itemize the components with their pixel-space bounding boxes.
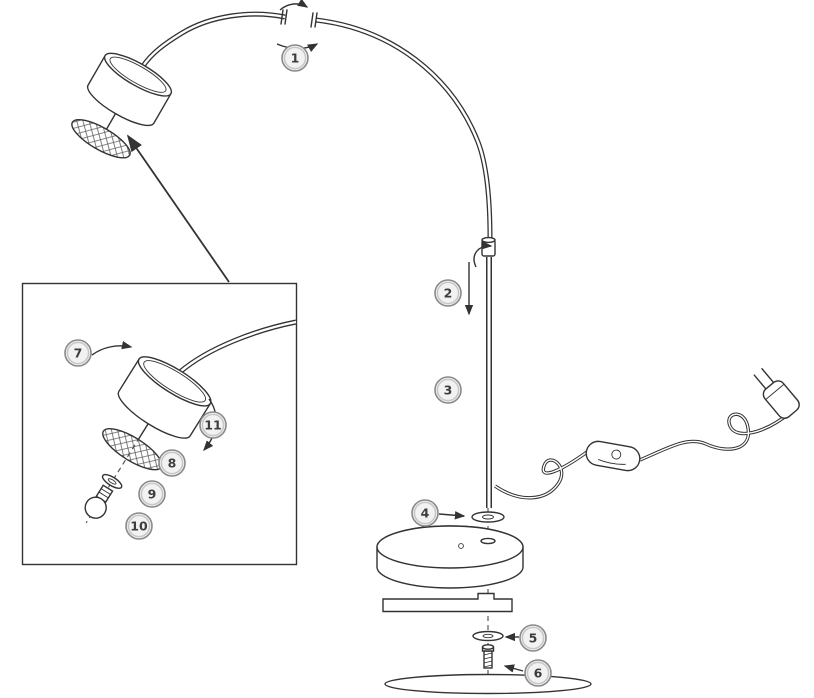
callout-4-number: 4 — [421, 506, 430, 521]
pointer-arrow-4 — [438, 511, 466, 520]
callout-6-number: 6 — [534, 666, 543, 681]
shade-stem — [106, 112, 117, 130]
base-washer — [472, 630, 504, 642]
callout-2: 2 — [434, 279, 462, 307]
top-joint — [280, 9, 318, 28]
cord-switch — [585, 440, 641, 472]
rotate-arrow-top-joint — [279, 0, 309, 11]
rotate-arrow-7 — [91, 340, 133, 356]
base-small-hole — [458, 543, 464, 549]
callout-9: 9 — [138, 480, 166, 508]
callout-4: 4 — [411, 499, 439, 527]
lampshade — [71, 52, 173, 159]
callout-11: 11 — [199, 411, 227, 439]
callout-11-number: 11 — [204, 418, 221, 433]
callout-10-number: 10 — [130, 519, 148, 534]
base-screw — [481, 644, 495, 669]
detail-inset — [21, 282, 298, 566]
callout-5-number: 5 — [529, 631, 538, 646]
lamp-base — [376, 525, 524, 589]
callout-1-number: 1 — [291, 51, 300, 66]
base-cover-plate — [382, 592, 513, 613]
callout-8-number: 8 — [168, 456, 177, 471]
power-cord — [494, 410, 793, 500]
base-pole-hole — [480, 537, 496, 545]
diffuser-grid — [71, 119, 131, 159]
callout-6: 6 — [524, 659, 552, 687]
floor-disc — [384, 673, 592, 695]
callout-5: 5 — [519, 624, 547, 652]
plug-prongs — [753, 368, 775, 390]
inset-retainer-ring — [101, 473, 123, 489]
callout-2-number: 2 — [444, 286, 453, 301]
callout-7-number: 7 — [74, 346, 83, 361]
callout-3-number: 3 — [444, 383, 453, 398]
inset-shade-drum — [137, 356, 212, 407]
inset-pointer-arrow — [126, 134, 230, 283]
callout-9-number: 9 — [148, 487, 157, 502]
pointer-arrow-6 — [503, 664, 524, 673]
power-plug — [753, 368, 800, 419]
callout-1: 1 — [281, 44, 309, 72]
rotate-arrow-coupling — [473, 241, 493, 268]
inset-light-bulb — [84, 484, 114, 519]
callout-7: 7 — [64, 339, 92, 367]
callout-10: 10 — [125, 512, 153, 540]
callout-8: 8 — [158, 449, 186, 477]
arc-tube — [140, 9, 493, 239]
pole-washer — [471, 511, 505, 523]
callout-3: 3 — [434, 376, 462, 404]
